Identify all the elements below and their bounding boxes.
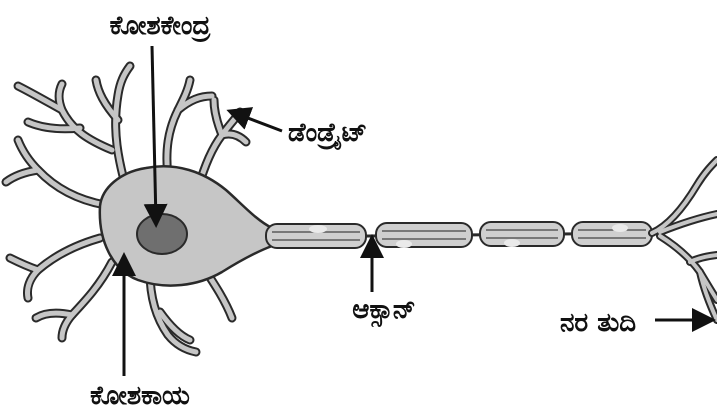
nucleus xyxy=(137,214,187,254)
dendrite-pointer xyxy=(232,112,282,131)
axon-label: ಆಕ್ಸಾನ್ xyxy=(352,295,415,327)
node-spot xyxy=(396,240,412,248)
axon-terminals xyxy=(652,160,717,320)
nerve-ending-label: ನರ ತುದಿ xyxy=(560,308,636,338)
dendrite-label: ಡೆಂಡ್ರೈಟ್ xyxy=(288,118,367,149)
cell-body-label: ಕೋಶಕಾಯ xyxy=(90,381,190,411)
node-spot xyxy=(612,224,628,232)
myelin-segment xyxy=(572,222,652,246)
myelin-segment xyxy=(480,222,564,246)
node-spot xyxy=(309,225,327,233)
node-spot xyxy=(504,239,520,247)
nucleus-label: ಕೋಶಕೇಂದ್ರ xyxy=(110,11,211,42)
myelin-sheath xyxy=(266,222,652,248)
myelin-segment xyxy=(376,223,472,247)
